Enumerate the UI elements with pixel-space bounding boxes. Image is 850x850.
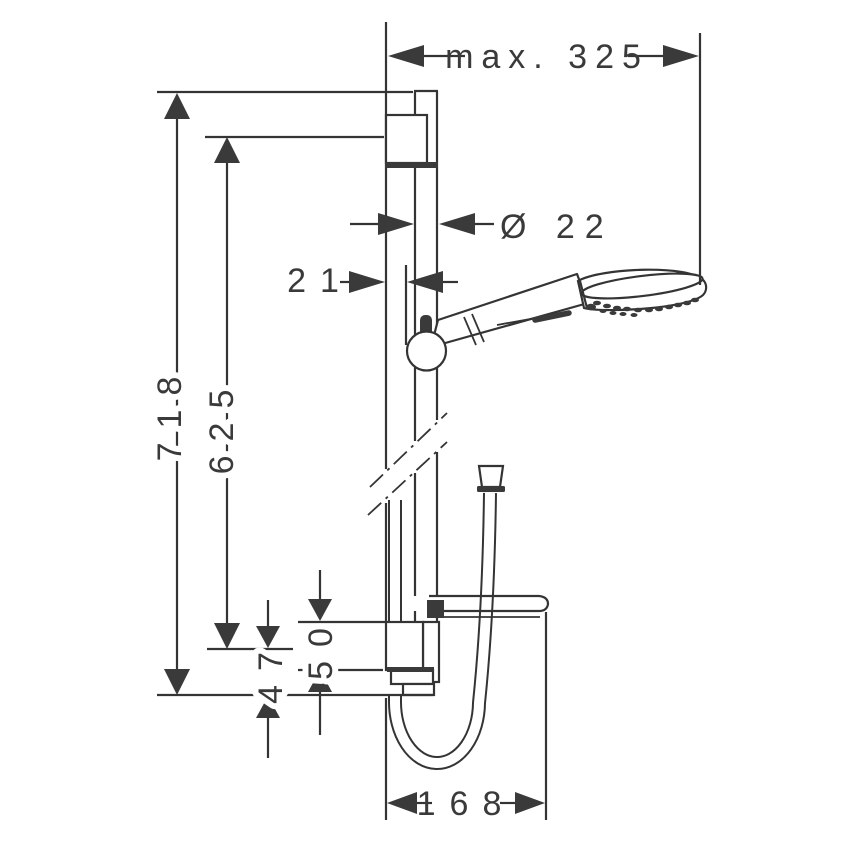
dimension-bracket-height: 50 xyxy=(296,570,385,735)
dimension-label-bottom-offset: 47 xyxy=(252,638,290,704)
dimension-label-wall-offset: 21 xyxy=(287,262,353,300)
select-button xyxy=(532,310,572,323)
dimension-label-bracket-height: 50 xyxy=(302,614,340,680)
dimension-bottom-offset: 47 xyxy=(246,600,296,758)
top-wall-bracket xyxy=(384,113,438,168)
bottom-wall-bracket xyxy=(384,620,441,697)
dimension-total-height: 718 xyxy=(145,90,433,697)
soap-shelf xyxy=(427,594,550,618)
dimension-label-hose-loop-width: 168 xyxy=(417,785,516,823)
shower-hose xyxy=(387,492,497,770)
dimension-label-bar-hole-distance: 625 xyxy=(203,376,241,475)
dimension-bar-hole-distance: 625 xyxy=(197,135,384,651)
spray-nozzles xyxy=(586,297,699,317)
dimension-label-total-height: 718 xyxy=(151,363,189,462)
dimension-bar-diameter: Ø 22 xyxy=(350,208,614,246)
dimension-hose-loop-width: 168 xyxy=(384,612,548,823)
hose-connector-nut xyxy=(477,464,505,492)
dimension-label-max-projection: max. 325 xyxy=(445,38,649,76)
slider-holder xyxy=(405,315,448,372)
dimension-label-bar-diameter: Ø 22 xyxy=(500,208,614,246)
head-handle-joint xyxy=(578,280,589,309)
select-button-line xyxy=(496,317,537,326)
dimension-max-projection: max. 325 xyxy=(388,33,702,285)
dimension-wall-offset: 21 xyxy=(287,262,458,345)
hand-shower-handle xyxy=(429,272,590,349)
break-lines xyxy=(367,412,448,516)
shower-head xyxy=(576,268,708,317)
